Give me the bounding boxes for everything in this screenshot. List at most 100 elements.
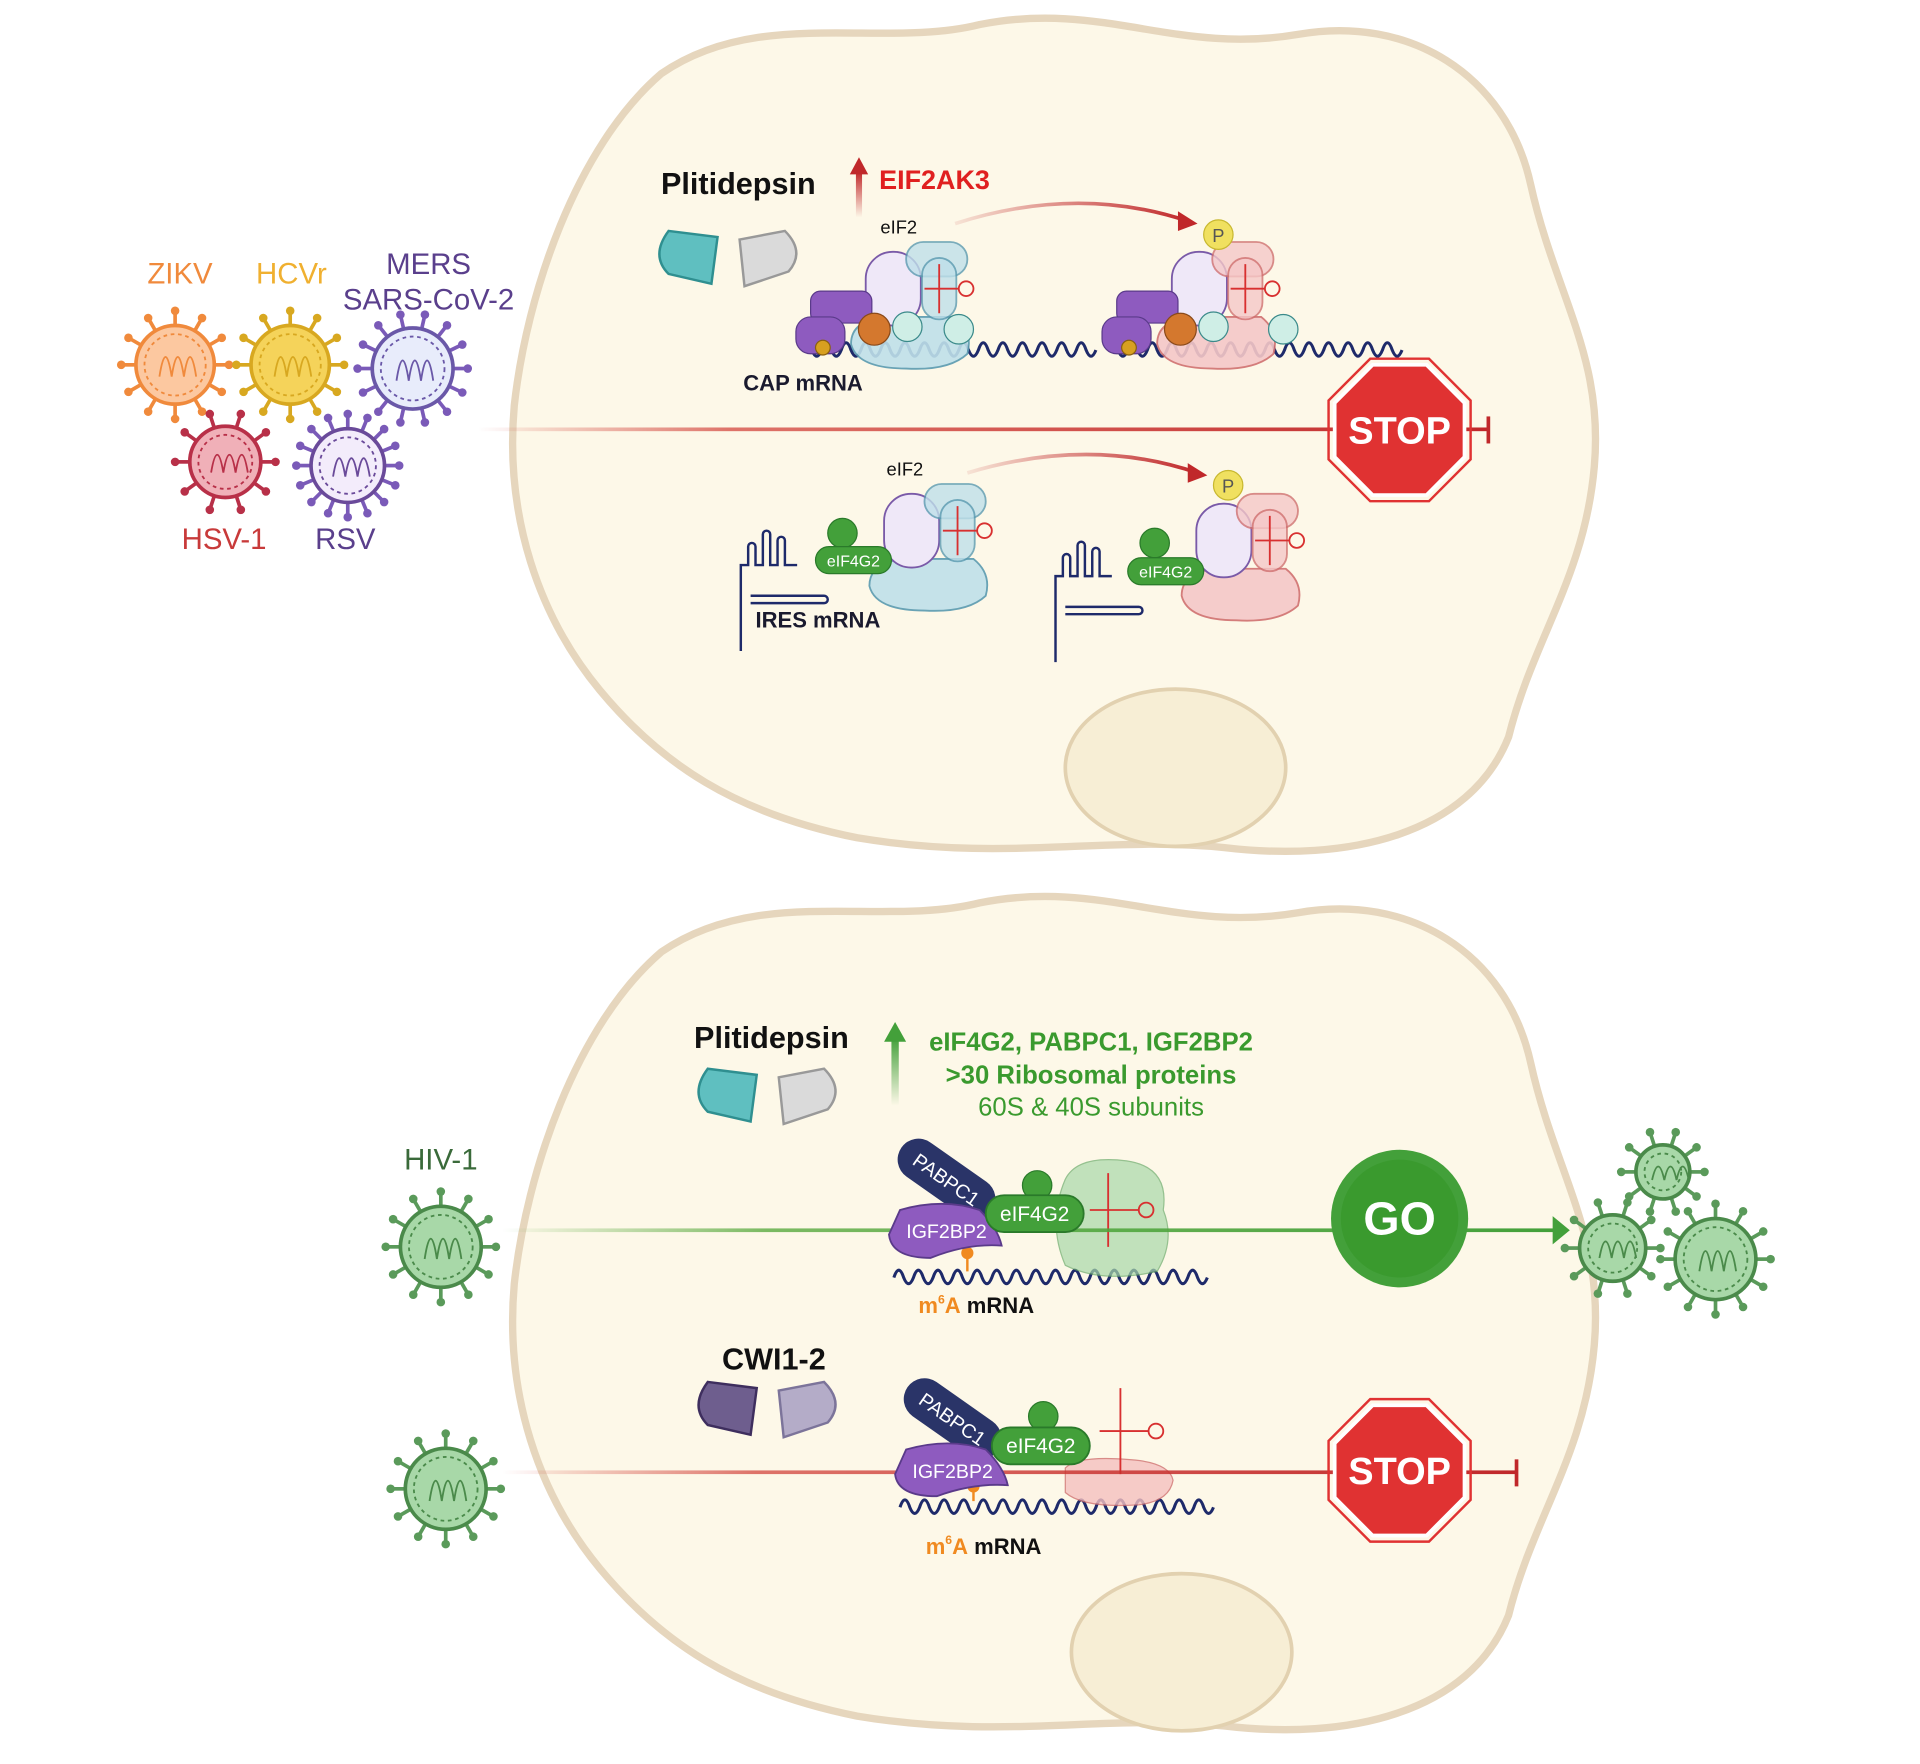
virus-spike-tip	[1560, 1243, 1570, 1253]
virus-genome	[423, 1237, 463, 1260]
inhibition-line-top	[477, 427, 1488, 432]
inhibition-bar	[1486, 416, 1491, 444]
virus-membrane	[379, 335, 446, 402]
ribosome-cap-stalled	[1156, 241, 1281, 370]
virus-genome	[1598, 1240, 1638, 1259]
arrowhead	[1187, 463, 1208, 483]
virus-spike-tip	[363, 508, 372, 518]
inhibition-line-bottom	[502, 1470, 1516, 1475]
virus-spike-tip	[413, 1532, 423, 1542]
trna-icon	[1089, 1173, 1155, 1247]
virus-membrane	[258, 333, 322, 397]
virus-spike-tip	[420, 310, 430, 319]
virus-spike-tip	[1711, 1310, 1720, 1319]
hsv-1-virus-icon	[170, 409, 280, 515]
virus-spike-tip	[1738, 1206, 1748, 1216]
virus-spike-tip	[1671, 1127, 1681, 1137]
virus-spike-tip	[441, 1429, 450, 1438]
virus-spike-tip	[458, 388, 467, 397]
cell-membrane	[508, 892, 1600, 1734]
virus-spike-tip	[143, 313, 153, 323]
virus-spike-tip	[463, 364, 473, 373]
nucleus	[1069, 1571, 1294, 1733]
virus-membrane	[412, 1455, 479, 1522]
upregulated-ribosomal: >30 Ribosomal proteins	[946, 1061, 1237, 1089]
virus-spike-tip	[1700, 1167, 1709, 1177]
label-rsv: RSV	[315, 523, 376, 556]
ires-mrna-label: IRES mRNA	[756, 608, 881, 633]
virus-genome	[1698, 1250, 1737, 1272]
virus-spike-tip	[1593, 1198, 1603, 1207]
virus-spike-tip	[1692, 1143, 1701, 1152]
upregulated-subunits: 60S & 40S subunits	[978, 1093, 1204, 1121]
pabpc1-protein	[903, 1378, 1002, 1460]
virus-spike-tip	[1766, 1254, 1775, 1264]
virus-spike-tip	[1758, 1282, 1768, 1292]
virus-spike-tip	[420, 418, 430, 427]
label-zikv: ZIKV	[147, 258, 213, 291]
label-hcvr: HCVr	[256, 258, 327, 291]
virus-spike-tip	[295, 481, 305, 490]
virus-spike-tip	[1656, 1254, 1665, 1264]
eif2ak3-label: EIF2AK3	[879, 165, 990, 195]
eif4g2-head	[827, 517, 858, 549]
virus-spike-tip	[442, 321, 452, 330]
stop-sign-top: STOP	[1327, 357, 1472, 503]
virus-spike-tip	[394, 461, 404, 470]
virus-spike-tip	[1683, 1206, 1693, 1216]
phosphate-badge: P	[1212, 469, 1244, 501]
igf2bp2-protein	[888, 1202, 1003, 1259]
virus-spike-tip	[332, 387, 342, 397]
eif4e-protein	[857, 312, 891, 346]
virus-capsid	[398, 1204, 484, 1290]
virus-spike-tip	[408, 1290, 418, 1300]
sars-cov-2-virus-icon	[353, 310, 473, 427]
virus-spike-tip	[1738, 1302, 1748, 1312]
virus-spike-tip	[441, 1539, 450, 1549]
virus-spike-tip	[232, 360, 241, 370]
upregulation-arrow	[891, 1038, 899, 1106]
virus-capsid	[249, 323, 332, 406]
bottom-cell	[508, 892, 1600, 1734]
label-mers: MERS	[386, 248, 471, 281]
virus-spike-tip	[116, 360, 126, 370]
virus-spike-tip	[258, 407, 268, 416]
inhibition-bar	[1514, 1459, 1519, 1487]
igf2bp2-label: IGF2BP2	[906, 1221, 987, 1243]
ribosome-ires-active	[868, 483, 993, 612]
eif4g2-label: eIF4G2	[827, 553, 880, 570]
m6a-mrna-strand	[898, 1498, 1215, 1515]
stop-label: STOP	[1348, 1451, 1451, 1493]
virus-spike-tip	[379, 497, 389, 507]
virus-spike-tip	[292, 461, 301, 470]
virus-spike-tip	[1656, 1243, 1665, 1253]
virus-spike-tip	[388, 1214, 398, 1224]
virus-membrane	[1682, 1226, 1749, 1292]
virus-spike-tip	[197, 407, 207, 416]
virus-spike-tip	[393, 1456, 403, 1466]
zikv-virus-icon	[116, 306, 234, 424]
eif2-label-cap: eIF2	[880, 216, 917, 237]
virus-spike-tip	[1623, 1198, 1632, 1207]
virus-spike-tip	[1692, 1192, 1701, 1201]
virus-spike-tip	[358, 340, 368, 349]
large-subunit	[883, 492, 941, 569]
virus-spike-tip	[496, 1484, 506, 1494]
virus-membrane	[408, 1213, 474, 1280]
virus-spike-tip	[388, 1270, 398, 1279]
virus-spike-tip	[390, 481, 400, 490]
virus-spike-tip	[295, 441, 305, 451]
virus-genome	[1651, 1165, 1690, 1181]
virus-spike-tip	[217, 387, 227, 397]
virus-spike-tip	[353, 364, 362, 373]
upregulation-arrow	[855, 171, 863, 218]
ribosome-active	[1055, 1159, 1169, 1277]
ires-mrna-structure	[739, 529, 829, 652]
phosphate-label: P	[1222, 476, 1234, 497]
eif4g2-protein	[1127, 557, 1205, 586]
label-hiv-1: HIV-1	[404, 1143, 477, 1176]
top-cell	[508, 14, 1600, 856]
virus-spike-tip	[224, 360, 234, 370]
virus-spike-tip	[464, 1194, 473, 1204]
